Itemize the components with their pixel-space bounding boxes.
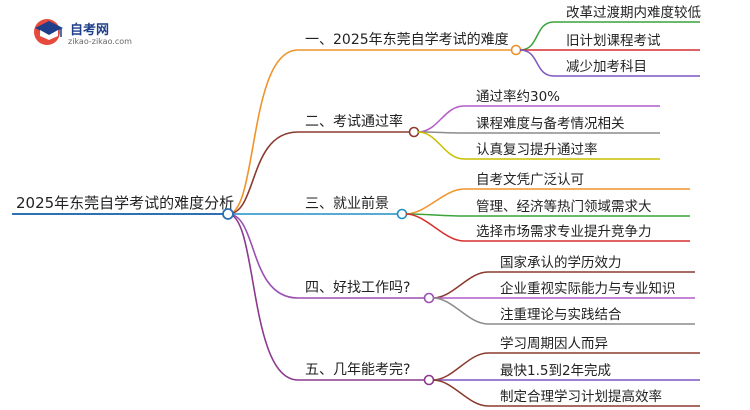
branch-node-4[interactable] xyxy=(423,292,435,304)
branch-connector-2 xyxy=(227,131,299,215)
leaf-connector-2-3 xyxy=(417,131,465,160)
branch-label-2[interactable]: 二、考试通过率 xyxy=(305,113,403,130)
root-label[interactable]: 2025年东莞自学考试的难度分析 xyxy=(16,194,234,212)
logo-url: zikao-zikao.com xyxy=(68,37,132,46)
leaf-label-5-1[interactable]: 学习周期因人而异 xyxy=(500,336,608,352)
branch-node-3[interactable] xyxy=(396,208,408,220)
leaf-label-4-3[interactable]: 注重理论与实践结合 xyxy=(500,307,622,323)
leaf-label-1-3[interactable]: 减少加考科目 xyxy=(566,59,647,75)
logo-title: 自考网 xyxy=(70,23,110,38)
leaf-connector-1-1 xyxy=(519,21,555,51)
leaf-connector-5-3 xyxy=(432,379,489,407)
branch-connector-4 xyxy=(227,213,299,299)
leaf-connector-4-3 xyxy=(432,297,489,325)
branch-connector-1 xyxy=(227,49,299,215)
branch-label-5[interactable]: 五、几年能考完? xyxy=(305,362,410,378)
branch-node-5[interactable] xyxy=(423,374,435,386)
branch-node-2[interactable] xyxy=(408,126,420,138)
leaf-label-1-1[interactable]: 改革过渡期内难度较低 xyxy=(566,5,701,21)
leaf-label-2-3[interactable]: 认真复习提升通过率 xyxy=(476,141,598,158)
leaf-label-3-2[interactable]: 管理、经济等热门领域需求大 xyxy=(476,198,652,215)
leaf-label-2-2[interactable]: 课程难度与备考情况相关 xyxy=(476,115,625,132)
graduation-cap-icon xyxy=(34,19,63,45)
leaf-label-5-3[interactable]: 制定合理学习计划提高效率 xyxy=(500,388,662,405)
leaf-label-1-2[interactable]: 旧计划课程考试 xyxy=(566,33,661,49)
site-logo[interactable]: 自考网 zikao-zikao.com xyxy=(32,16,142,52)
leaf-label-3-3[interactable]: 选择市场需求专业提升竞争力 xyxy=(476,223,652,240)
branch-label-4[interactable]: 四、好找工作吗? xyxy=(305,280,410,296)
leaf-connector-3-1 xyxy=(405,188,465,215)
leaf-label-3-1[interactable]: 自考文凭广泛认可 xyxy=(476,172,584,188)
leaf-connector-3-3 xyxy=(405,213,465,242)
leaf-label-4-2[interactable]: 企业重视实际能力与专业知识 xyxy=(500,280,676,297)
branch-node-1[interactable] xyxy=(510,44,522,56)
leaf-label-5-2[interactable]: 最快1.5到2年完成 xyxy=(500,363,611,379)
leaf-connector-4-1 xyxy=(432,271,489,299)
leaf-connector-2-1 xyxy=(417,105,465,133)
leaf-label-4-1[interactable]: 国家承认的学历效力 xyxy=(500,254,622,271)
leaf-connector-1-3 xyxy=(519,49,555,77)
branch-label-3[interactable]: 三、就业前景 xyxy=(305,195,389,212)
branch-connector-5 xyxy=(227,213,299,381)
branch-label-1[interactable]: 一、2025年东莞自学考试的难度 xyxy=(305,32,509,48)
leaf-label-2-1[interactable]: 通过率约30% xyxy=(476,88,560,105)
root-node[interactable] xyxy=(222,208,234,220)
leaf-connector-5-1 xyxy=(432,352,489,381)
